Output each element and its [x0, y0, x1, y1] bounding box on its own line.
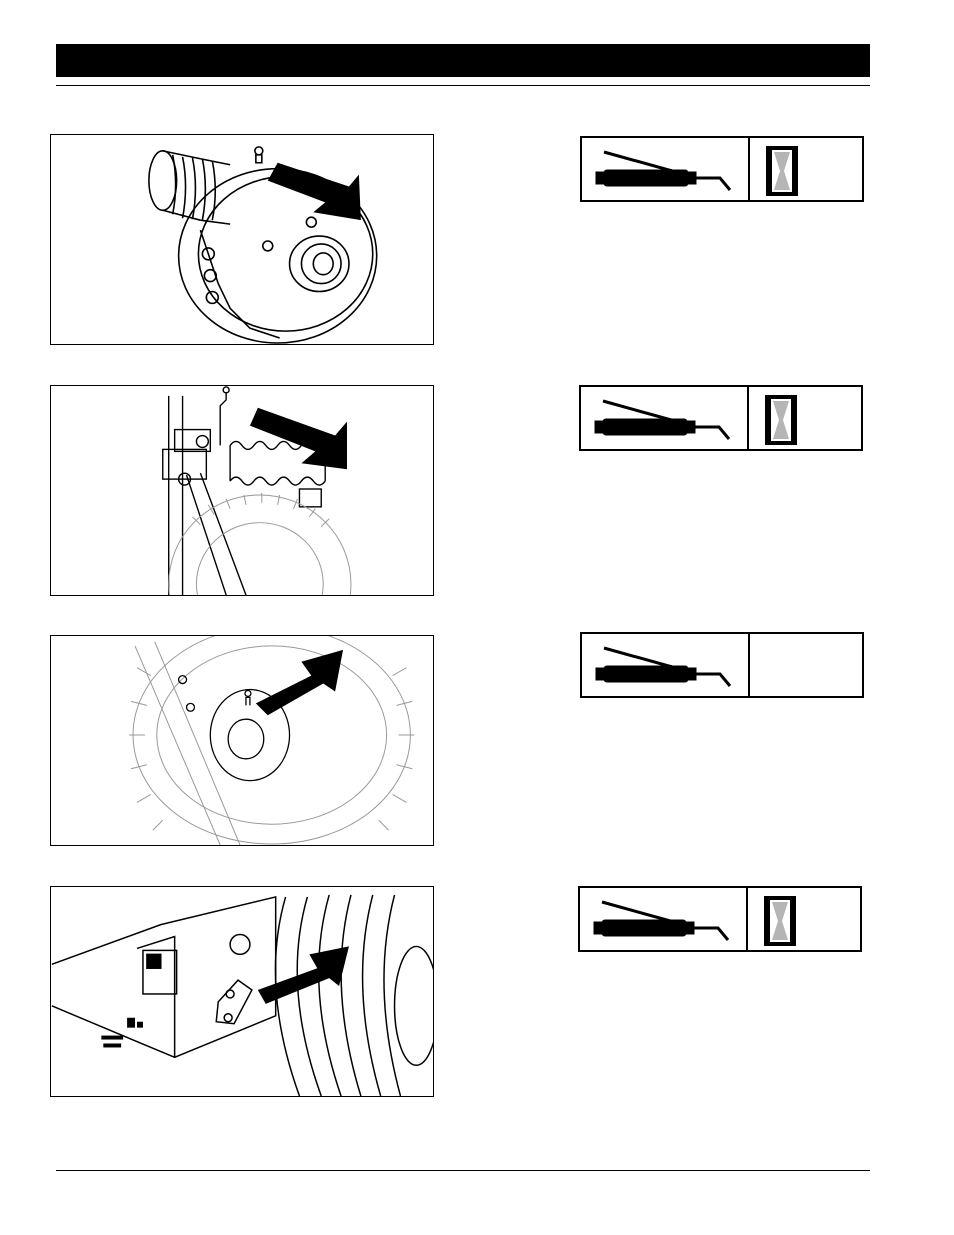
- hourglass-icon: [760, 896, 800, 946]
- lube-symbol-1: [580, 136, 864, 202]
- symbol-divider: [747, 387, 749, 449]
- lube-symbol-4: [578, 886, 862, 952]
- figure-frame-wheel-pivot: [50, 886, 434, 1097]
- symbol-divider: [748, 634, 750, 696]
- lube-symbol-2: [579, 385, 863, 451]
- disc-wheel-illustration: [51, 636, 433, 845]
- lube-symbol-3: [580, 632, 864, 698]
- arrow-icon: [268, 163, 361, 220]
- symbol-divider: [746, 888, 748, 950]
- figure-disc-wheel-hub: [50, 635, 434, 846]
- symbol-divider: [748, 138, 750, 200]
- grease-gun-icon: [590, 640, 740, 692]
- figure-bearing-hub: [50, 134, 434, 345]
- grease-gun-icon: [590, 144, 740, 196]
- spring-arm-illustration: [51, 386, 433, 595]
- footer-rule: [56, 1170, 870, 1171]
- grease-gun-icon: [588, 894, 738, 946]
- arrow-icon: [250, 408, 347, 469]
- grease-gun-icon: [589, 393, 739, 445]
- hourglass-icon: [762, 146, 802, 196]
- arrow-icon: [258, 946, 349, 1003]
- frame-pivot-illustration: [51, 887, 433, 1096]
- bearing-hub-illustration: [51, 135, 433, 344]
- header-rule: [56, 85, 870, 86]
- hourglass-icon: [761, 395, 801, 445]
- figure-spring-arm: [50, 385, 434, 596]
- arrow-icon: [256, 650, 343, 715]
- header-title-bar: [56, 44, 870, 77]
